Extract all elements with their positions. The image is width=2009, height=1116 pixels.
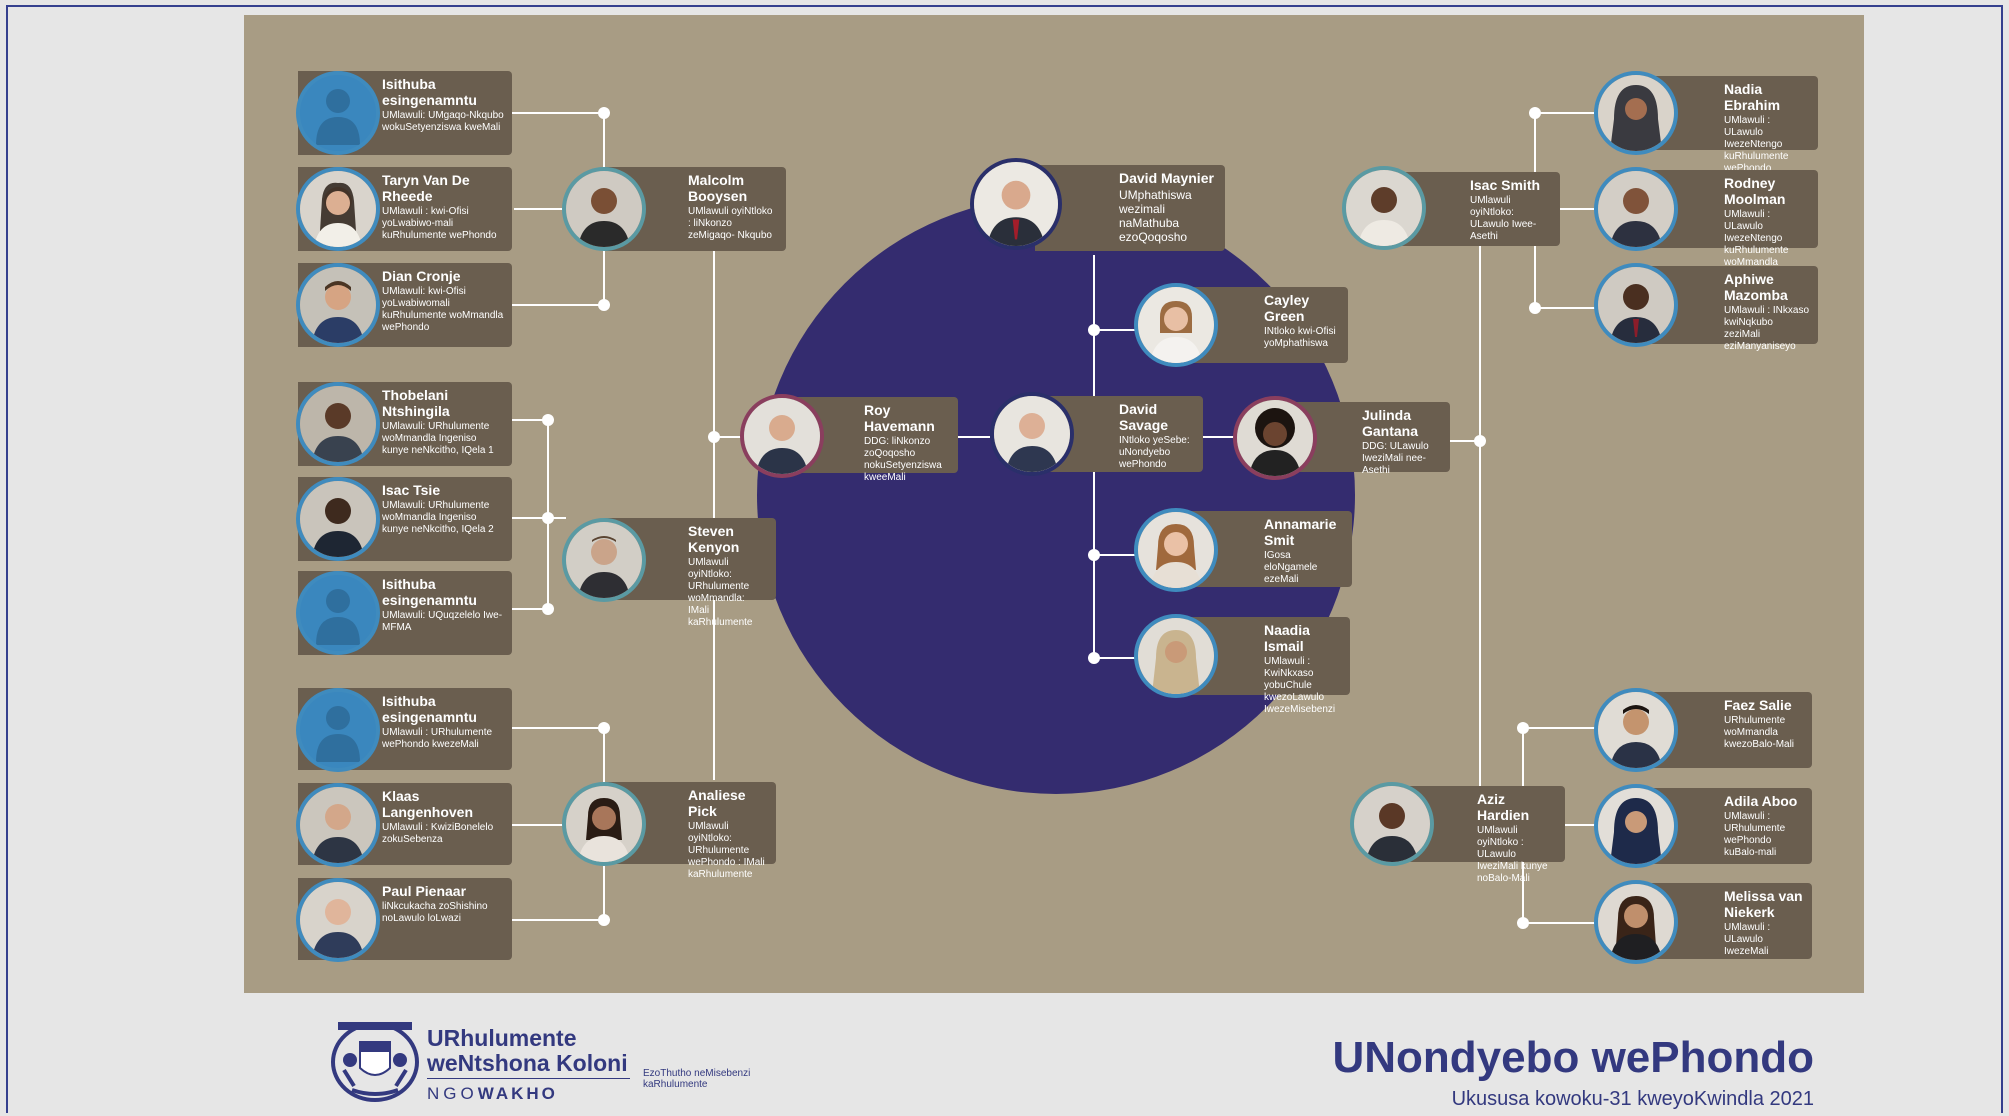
person-name: Analiese Pick: [688, 787, 746, 819]
page-frame: [6, 5, 2003, 1113]
person-role: UMlawuli : URhulumente wePhondo kwezeMal…: [382, 727, 493, 750]
person-role: UMlawuli: URhulumente woMmandla Ingeniso…: [382, 421, 494, 456]
person-avatar: [1594, 263, 1678, 347]
person-name: Klaas Langenhoven: [382, 788, 474, 820]
person-name: Paul Pienaar: [382, 883, 467, 899]
person-role: UMlawuli: UMgaqo-Nkqubo wokuSetyenziswa …: [382, 110, 504, 133]
tagline-part-a: NGO: [427, 1084, 478, 1103]
tagline: NGOWAKHO: [427, 1084, 558, 1104]
person-name: Annamarie Smit: [1264, 516, 1337, 548]
page-title: UNondyebo wePhondo: [1332, 1033, 1814, 1082]
person-name: Isithuba esingenamntu: [382, 76, 477, 108]
person-role: DDG: ULawulo IweziMali nee-Asethi: [1362, 441, 1429, 476]
person-role: UMlawuli : kwi-Ofisi yoLwabiwo-mali kuRh…: [382, 206, 497, 241]
person-role: URhulumente woMmandla kwezoBalo-Mali: [1724, 715, 1795, 750]
person-name: David Maynier: [1119, 170, 1214, 186]
person-role: UMphathiswa wezimali naMathuba ezoQoqosh…: [1119, 188, 1192, 244]
department-name: EzoThutho neMisebenzi kaRhulumente: [643, 1068, 751, 1090]
person-avatar: [296, 382, 380, 466]
person-avatar: [1342, 166, 1426, 250]
person-role: UMlawuli: UQuqzelelo Iwe-MFMA: [382, 610, 503, 633]
person-avatar: [1134, 614, 1218, 698]
person-name: Thobelani Ntshingila: [382, 387, 450, 419]
person-avatar: [740, 394, 824, 478]
coat-of-arms-logo: [330, 1020, 420, 1107]
person-role: UMlawuli : ULawulo IwezeMali: [1724, 922, 1771, 957]
person-name: Aziz Hardien: [1477, 791, 1530, 823]
person-name: Aphiwe Mazomba: [1724, 271, 1788, 303]
person-avatar: [1594, 880, 1678, 964]
person-role: UMlawuli : ULawulo IwezeNtengo kuRhulume…: [1724, 115, 1789, 174]
person-name: Malcolm Booysen: [688, 172, 748, 204]
vacant-avatar-icon: [296, 571, 380, 655]
person-role: UMlawuli oyiNtloko: ULawulo Iwee-Asethi: [1470, 195, 1537, 242]
person-name: Melissa van Niekerk: [1724, 888, 1803, 920]
person-avatar: [296, 783, 380, 867]
person-role: INtloko yeSebe: uNondyebo wePhondo: [1119, 435, 1190, 470]
person-avatar: [296, 878, 380, 962]
person-role: UMlawuli: URhulumente woMmandla Ingeniso…: [382, 500, 494, 535]
person-role: IGosa eloNgamele ezeMali: [1264, 550, 1318, 585]
person-role: DDG: liNkonzo zoQoqosho nokuSetyenziswa …: [864, 436, 942, 483]
government-name-line2: weNtshona Koloni: [427, 1050, 628, 1076]
person-role: UMlawuli oyiNtloko : ULawulo IweziMali k…: [1477, 825, 1548, 884]
person-avatar: [1594, 167, 1678, 251]
person-name: Taryn Van De Rheede: [382, 172, 470, 204]
person-avatar: [1594, 71, 1678, 155]
person-name: Dian Cronje: [382, 268, 461, 284]
person-avatar: [990, 392, 1074, 476]
person-avatar: [562, 782, 646, 866]
logo-divider: [427, 1078, 630, 1079]
person-role: UMlawuli: kwi-Ofisi yoLwabiwomali kuRhul…: [382, 286, 504, 333]
person-name: Isac Tsie: [382, 482, 441, 498]
person-role: UMlawuli oyiNtloko: URhulumente wePhondo…: [688, 821, 765, 880]
person-name: Isithuba esingenamntu: [382, 576, 477, 608]
vacant-avatar-icon: [296, 71, 380, 155]
government-name-line1: URhulumente: [427, 1025, 577, 1051]
person-role: INtloko kwi-Ofisi yoMphathiswa: [1264, 326, 1336, 349]
person-name: Isithuba esingenamntu: [382, 693, 477, 725]
person-name: Faez Salie: [1724, 697, 1792, 713]
person-role: UMlawuli : KwiNkxaso yobuChule kwezoLawu…: [1264, 656, 1336, 715]
person-name: Rodney Moolman: [1724, 175, 1786, 207]
page-subtitle: Ukususa kowoku-31 kweyoKwindla 2021: [1451, 1088, 1814, 1110]
person-name: Adila Aboo: [1724, 793, 1798, 809]
person-name: Julinda Gantana: [1362, 407, 1419, 439]
person-avatar: [1594, 784, 1678, 868]
person-role: UMlawuli oyiNtloko : liNkonzo zeMigaqo- …: [688, 206, 773, 241]
person-role: UMlawuli oyiNtloko: URhulumente woMmandl…: [688, 557, 753, 628]
person-avatar: [1134, 283, 1218, 367]
person-name: Roy Havemann: [864, 402, 935, 434]
person-avatar: [296, 167, 380, 251]
person-avatar: [562, 518, 646, 602]
person-name: Naadia Ismail: [1264, 622, 1310, 654]
person-name: Nadia Ebrahim: [1724, 81, 1781, 113]
person-name: Steven Kenyon: [688, 523, 740, 555]
person-avatar: [1134, 508, 1218, 592]
person-name: Isac Smith: [1470, 177, 1541, 193]
person-avatar: [1350, 782, 1434, 866]
person-card: David Maynier UMphathiswa wezimali naMat…: [1035, 165, 1225, 251]
person-avatar: [562, 167, 646, 251]
person-role: UMlawuli : KwiziBonelelo zokuSebenza: [382, 822, 494, 845]
person-avatar: [296, 477, 380, 561]
person-role: liNkcukacha zoShishino noLawulo loLwazi: [382, 901, 488, 924]
tagline-part-b: WAKHO: [477, 1084, 558, 1103]
person-avatar: [970, 158, 1062, 250]
person-role: UMlawuli : ULawulo IwezeNtengo kuRhulume…: [1724, 209, 1789, 268]
person-role: UMlawuli : INkxaso kwiNqkubo zeziMali ez…: [1724, 305, 1810, 352]
person-avatar: [1594, 688, 1678, 772]
person-name: Cayley Green: [1264, 292, 1310, 324]
person-name: David Savage: [1119, 401, 1169, 433]
vacant-avatar-icon: [296, 688, 380, 772]
person-avatar: [1233, 396, 1317, 480]
person-role: UMlawuli : URhulumente wePhondo kuBalo-m…: [1724, 811, 1786, 858]
person-avatar: [296, 263, 380, 347]
